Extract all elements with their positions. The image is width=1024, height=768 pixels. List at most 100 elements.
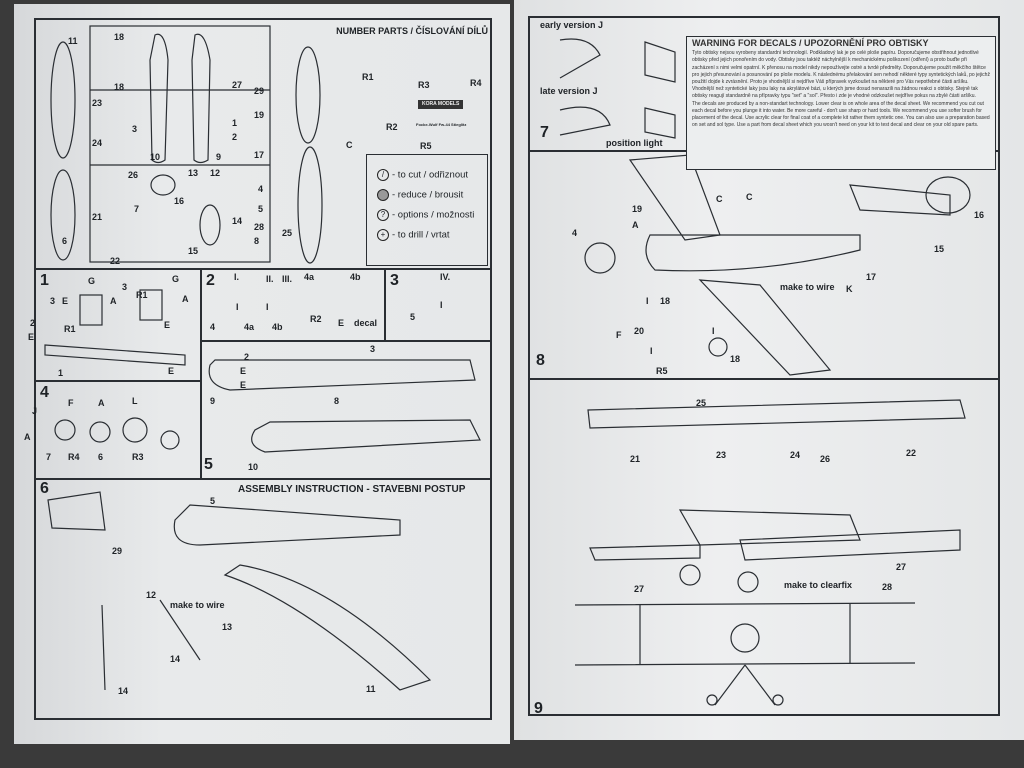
s8-label: I — [650, 346, 653, 356]
sprue-num: 11 — [68, 36, 78, 46]
s6-label: make to wire — [170, 600, 225, 610]
s4-label: 7 — [46, 452, 52, 462]
s9-label: 25 — [696, 398, 707, 408]
warning-text-en: The decals are produced by a non-standar… — [692, 100, 990, 129]
s8-label: 18 — [660, 296, 671, 306]
s5-label: 8 — [334, 396, 340, 406]
part-r1: R1 — [362, 72, 374, 82]
s8-label: 15 — [934, 244, 945, 254]
sprue-num: 8 — [254, 236, 260, 246]
s1-label: 3 — [50, 296, 56, 306]
decal-warning: WARNING FOR DECALS / UPOZORNĚNÍ PRO OBTI… — [686, 36, 996, 170]
s1-label: 1 — [58, 368, 64, 378]
step-5-number: 5 — [204, 456, 213, 473]
s8-label: 18 — [730, 354, 741, 364]
part-r5: R5 — [420, 141, 432, 151]
s2-label: II. — [266, 274, 274, 284]
s2-label: I — [266, 302, 269, 312]
step-1-number: 1 — [40, 272, 49, 289]
step-2-number: 2 — [206, 272, 215, 289]
sprue-num: 29 — [254, 86, 265, 96]
legend-item-drill: +- to drill / vrtat — [377, 229, 487, 241]
s1-label: E — [164, 320, 171, 330]
step-3-number: 3 — [390, 272, 399, 289]
step1-drawing — [44, 289, 186, 366]
s8-label: A — [632, 220, 639, 230]
s6-label: 13 — [222, 622, 233, 632]
s1-label: E — [168, 366, 175, 376]
s8-label: 17 — [866, 272, 877, 282]
sprue-num: 7 — [134, 204, 140, 214]
sprue-num: 13 — [188, 168, 199, 178]
sprue-num: 26 — [128, 170, 139, 180]
late-version-label: late version J — [540, 86, 598, 96]
sprue-num: 28 — [254, 222, 265, 232]
s1-label: E — [62, 296, 69, 306]
s8-label: R5 — [656, 366, 668, 376]
sprue-num: 12 — [210, 168, 221, 178]
sprue-num: 17 — [254, 150, 265, 160]
s8-label: make to wire — [780, 282, 835, 292]
s5-label: E — [240, 366, 247, 376]
drill-icon: + — [377, 229, 389, 241]
sprue-num: 10 — [150, 152, 161, 162]
step9-drawing — [574, 399, 966, 706]
s8-label: 20 — [634, 326, 645, 336]
s8-label: F — [616, 330, 622, 340]
sprue-num: 1 — [232, 118, 238, 128]
s5-label: 2 — [244, 352, 250, 362]
part-r2: R2 — [386, 122, 398, 132]
s2-label: E — [338, 318, 345, 328]
sprue-num: 18 — [114, 82, 125, 92]
sprue-num: 2 — [232, 132, 238, 142]
s4-label: A — [24, 432, 31, 442]
s3-label: I — [440, 300, 443, 310]
sprue-num: 14 — [232, 216, 243, 226]
sprue-num: 19 — [254, 110, 265, 120]
s1-label: R1 — [64, 324, 76, 334]
sprue-num: 24 — [92, 138, 103, 148]
warning-text-cz: Tyto obtisky nejsou vyrobeny standardní … — [692, 50, 990, 100]
sprue-num: 6 — [62, 236, 68, 246]
s2-label: 4a — [244, 322, 255, 332]
step9-frame — [528, 378, 1000, 716]
legend-item-reduce: - reduce / brousit — [377, 189, 487, 201]
sprue-num: 4 — [258, 184, 264, 194]
step-7-number: 7 — [540, 124, 549, 141]
s1-label: G — [88, 276, 96, 286]
s8-label: 4 — [572, 228, 578, 238]
s8-label: I — [712, 326, 715, 336]
legend-item-options: ?- options / možnosti — [377, 209, 487, 221]
s6-label: 12 — [146, 590, 157, 600]
s2-label: R2 — [310, 314, 322, 324]
s9-label: 24 — [790, 450, 801, 460]
position-light-label: position light — [606, 138, 663, 148]
sprue-num: 9 — [216, 152, 222, 162]
step6-frame — [34, 478, 492, 720]
s4-label: F — [68, 398, 74, 408]
s9-label: 21 — [630, 454, 641, 464]
s5-label: 10 — [248, 462, 259, 472]
step-4-number: 4 — [40, 384, 49, 401]
s9-label: 26 — [820, 454, 831, 464]
s1-label: 2 — [30, 318, 36, 328]
step8-drawing — [584, 154, 971, 376]
step7-drawing — [559, 38, 676, 139]
s2-label: 4a — [304, 272, 315, 282]
step-6-number: 6 — [40, 480, 49, 497]
s1-label: R1 — [136, 290, 148, 300]
s8-label: 19 — [632, 204, 643, 214]
s6-label: 14 — [118, 686, 129, 696]
s8-label: C — [716, 194, 723, 204]
legend-box: /- to cut / odřiznout - reduce / brousit… — [366, 154, 488, 266]
warning-title: WARNING FOR DECALS / UPOZORNĚNÍ PRO OBTI… — [692, 38, 929, 48]
s1-label: A — [110, 296, 117, 306]
s3-label: IV. — [440, 272, 451, 282]
sprue-num: 16 — [174, 196, 185, 206]
sprue-num: 22 — [110, 256, 121, 266]
s9-label: 27 — [896, 562, 907, 572]
s8-label: C — [746, 192, 753, 202]
s2-label: III. — [282, 274, 293, 284]
s2-label: 4b — [272, 322, 283, 332]
